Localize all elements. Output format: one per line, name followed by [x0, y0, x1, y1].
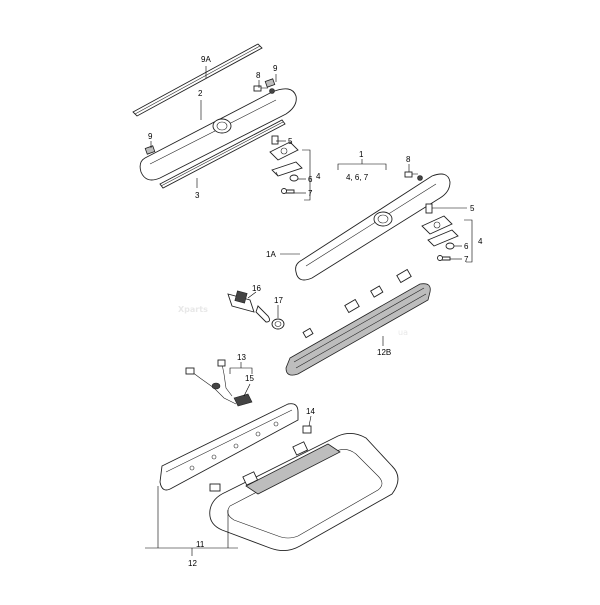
label-12B: 12B [377, 348, 391, 357]
part-9A-strip [132, 43, 263, 117]
label-5-a: 5 [288, 137, 293, 146]
part-3-seal [159, 119, 286, 189]
label-14: 14 [306, 407, 315, 416]
part-16-connector [227, 290, 271, 323]
part-2-housing [139, 88, 297, 181]
part-12B-brake-light [285, 268, 431, 376]
part-17-seal-ring [271, 318, 285, 330]
label-6-a: 6 [308, 175, 313, 184]
label-3: 3 [195, 191, 200, 200]
part-5-clip-left [269, 135, 299, 161]
label-16: 16 [252, 284, 261, 293]
part-1A-lamp [295, 173, 451, 281]
label-9-a: 9 [148, 132, 153, 141]
part-6-washer-right [445, 242, 455, 250]
part-8-screw-right [404, 171, 418, 178]
label-17: 17 [274, 296, 283, 305]
part-6-washer-left [289, 174, 299, 182]
label-12: 12 [188, 559, 197, 568]
label-5-b: 5 [470, 204, 475, 213]
part-7-bolt-right [437, 255, 451, 261]
label-8-b: 8 [406, 155, 411, 164]
label-1: 1 [359, 150, 364, 159]
label-4-b: 4 [478, 237, 483, 246]
label-4-6-7: 4, 6, 7 [346, 173, 369, 182]
watermark: Xparts ua [178, 305, 408, 337]
part-4-bracket-right [427, 229, 459, 247]
label-9A: 9A [201, 55, 211, 64]
label-8-a: 8 [256, 71, 261, 80]
watermark-brand: Xparts [178, 305, 208, 314]
part-5-clip-right [421, 203, 453, 235]
part-4-bracket-left [271, 161, 303, 177]
part-13-wiring [185, 359, 237, 405]
label-11: 11 [196, 540, 205, 549]
part-9-pads-left [144, 78, 276, 155]
label-15: 15 [245, 374, 254, 383]
leader-lines [145, 66, 473, 556]
part-15-connector [233, 393, 253, 407]
part-12-cover [209, 433, 399, 551]
label-7-b: 7 [464, 255, 469, 264]
label-4-a: 4 [316, 172, 321, 181]
label-7-a: 7 [308, 189, 313, 198]
part-7-bolt-left [281, 188, 295, 194]
part-11-housing [159, 403, 299, 492]
label-2: 2 [198, 89, 203, 98]
label-9-b: 9 [273, 64, 278, 73]
part-14-clip [302, 425, 312, 434]
watermark-suffix: ua [398, 328, 408, 337]
callout-labels: 9A 2 3 9 8 9 5 4 6 7 1 4, 6, 7 8 1A 5 4 … [148, 55, 483, 568]
label-13: 13 [237, 353, 246, 362]
part-8-screw-left [253, 85, 268, 92]
label-6-b: 6 [464, 242, 469, 251]
label-1A: 1A [266, 250, 276, 259]
